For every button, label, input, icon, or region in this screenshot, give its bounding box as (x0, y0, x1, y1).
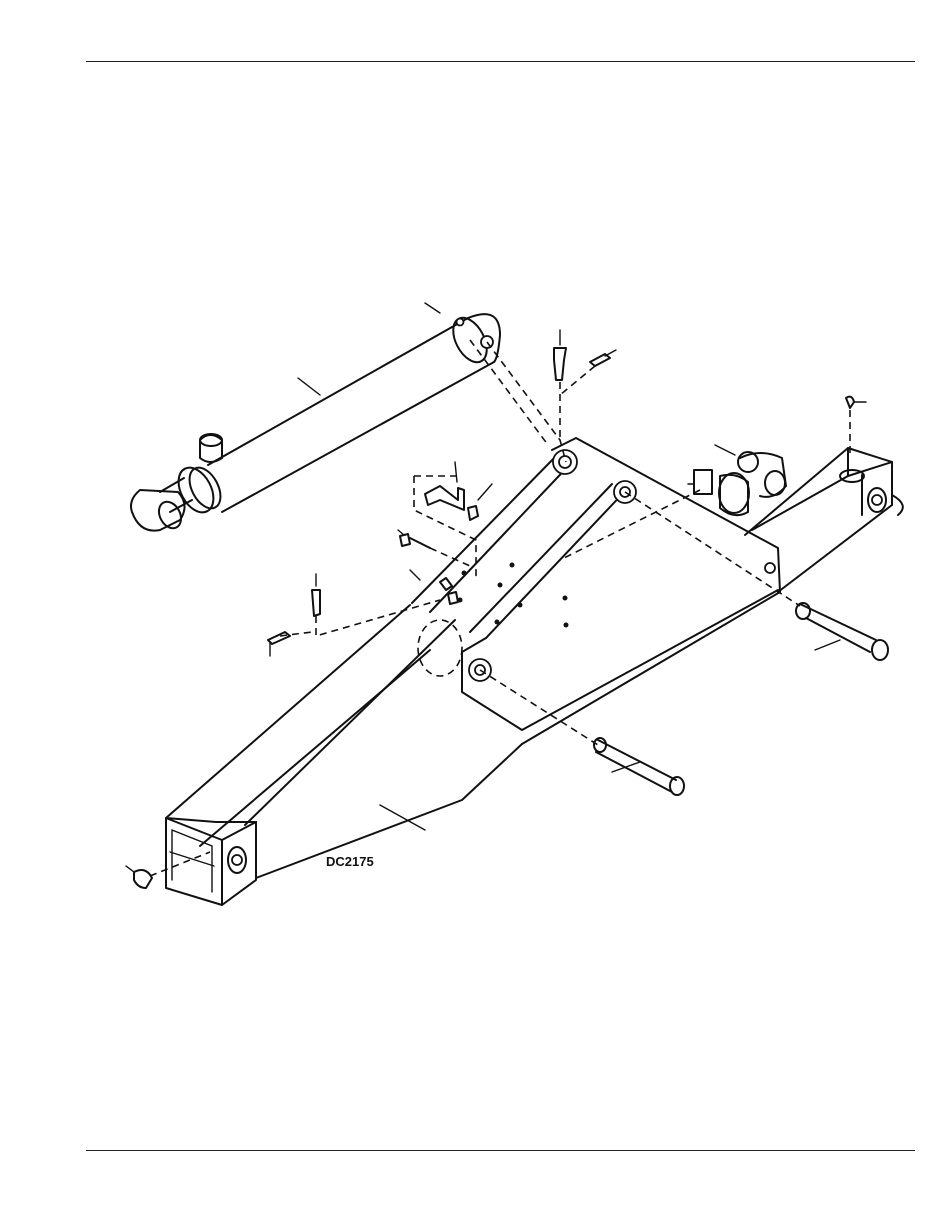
figure-id-label: DC2175 (326, 854, 374, 869)
tee-fitting (687, 444, 787, 517)
rear-tube (744, 447, 904, 593)
mounting-bracket (411, 437, 781, 745)
footer-rule (86, 1150, 915, 1151)
hydraulic-cylinder (130, 302, 501, 532)
assembly-lines (149, 339, 851, 877)
pins-and-hardware (125, 329, 889, 889)
header-rule (86, 61, 915, 62)
boom-tube (165, 604, 523, 906)
